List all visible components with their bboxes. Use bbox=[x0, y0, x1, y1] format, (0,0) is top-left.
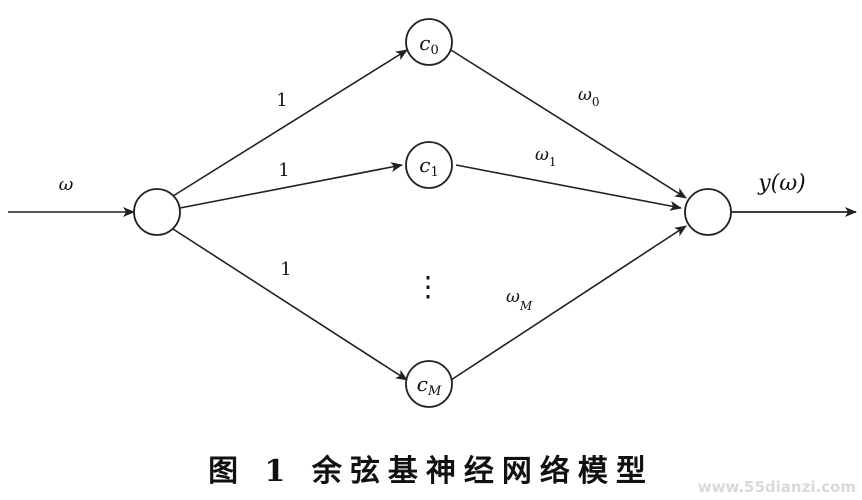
output-weight-1-sub: 1 bbox=[549, 155, 557, 169]
hidden-node-c1-base: c bbox=[419, 153, 430, 177]
weight-label-c1: 1 bbox=[278, 160, 289, 181]
weight-label-c0: 1 bbox=[276, 90, 287, 111]
output-weight-m-base: ω bbox=[506, 287, 520, 307]
edge-c0-to-output bbox=[450, 49, 687, 199]
output-weight-m-sub: M bbox=[519, 299, 533, 313]
output-node bbox=[684, 188, 732, 236]
hidden-node-c1-sub: 1 bbox=[430, 165, 438, 180]
hidden-node-c0-base: c bbox=[419, 31, 430, 55]
output-weight-label-m: ωM bbox=[506, 287, 533, 313]
hidden-ellipsis: ⋮ bbox=[414, 270, 442, 303]
weight-label-cm: 1 bbox=[280, 259, 291, 280]
input-node bbox=[133, 188, 181, 236]
hidden-node-cm-label: cM bbox=[417, 372, 442, 399]
edge-input-to-c0 bbox=[172, 49, 408, 197]
output-weight-1-base: ω bbox=[535, 145, 549, 165]
edge-input-to-c1 bbox=[179, 162, 403, 209]
edge-cm-to-output bbox=[450, 225, 687, 381]
figure-caption: 图 1 余弦基神经网络模型 bbox=[208, 454, 654, 489]
hidden-node-c1 bbox=[405, 141, 453, 189]
hidden-node-c0 bbox=[405, 18, 453, 66]
hidden-node-cm-sub: M bbox=[427, 384, 442, 399]
hidden-node-cm-base: c bbox=[417, 372, 428, 396]
hidden-node-c0-sub: 0 bbox=[430, 43, 438, 58]
hidden-node-cm bbox=[405, 360, 453, 408]
output-weight-label-1: ω1 bbox=[535, 145, 557, 169]
hidden-node-c1-label: c1 bbox=[419, 153, 438, 180]
output-label: y(ω) bbox=[757, 171, 806, 196]
network-diagram: c0 c1 cM ⋮ ω 1 1 1 ω0 ω1 ωM y(ω) bbox=[8, 18, 857, 408]
edge-input-to-cm bbox=[172, 228, 408, 381]
input-label: ω bbox=[59, 174, 74, 195]
hidden-node-c0-label: c0 bbox=[419, 31, 438, 58]
output-weight-0-sub: 0 bbox=[592, 95, 600, 109]
watermark: www.55dianzi.com bbox=[697, 478, 856, 496]
output-weight-0-base: ω bbox=[578, 85, 592, 105]
output-weight-label-0: ω0 bbox=[578, 85, 600, 109]
edge-c1-to-output bbox=[455, 164, 682, 211]
